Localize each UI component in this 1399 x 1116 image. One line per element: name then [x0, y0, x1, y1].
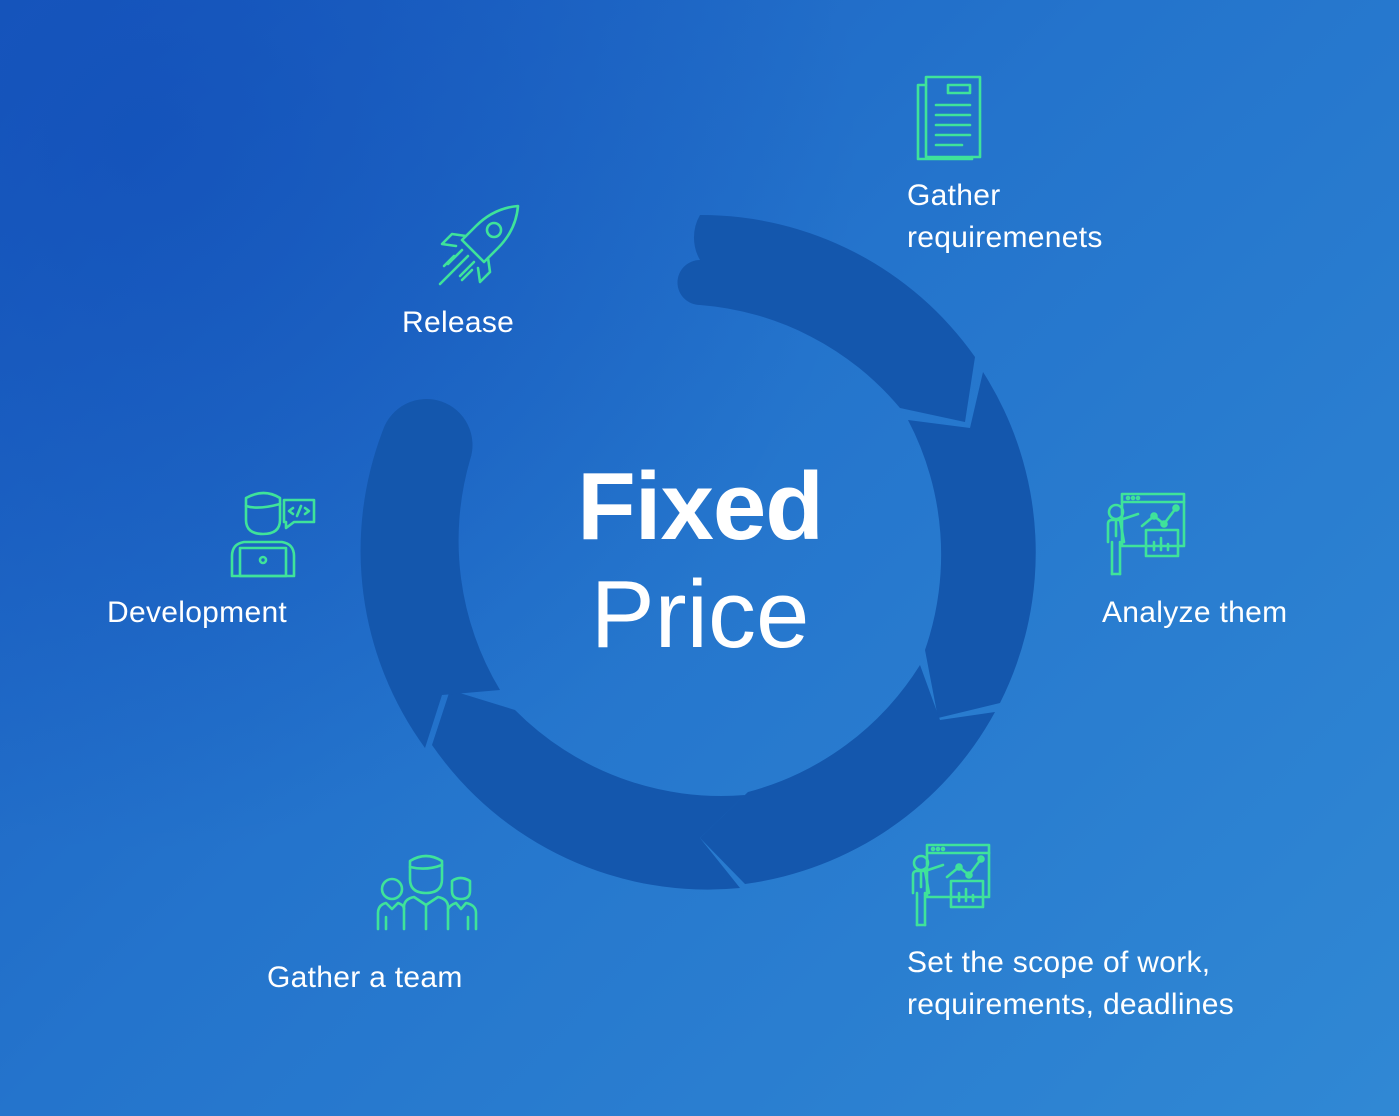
step-label: Release	[402, 302, 514, 344]
document-icon	[916, 75, 982, 161]
step-label-line2: requirements, deadlines	[907, 988, 1235, 1021]
step-label: Development	[107, 592, 287, 634]
step-label: Set the scope of work, requirements, dea…	[907, 942, 1234, 1026]
team-icon	[376, 854, 478, 931]
title-fixed: Fixed	[577, 453, 824, 560]
developer-laptop-icon	[230, 491, 316, 578]
rocket-icon	[438, 204, 520, 286]
center-title: Fixed Price	[470, 455, 930, 671]
presentation-chart-icon	[1106, 492, 1186, 576]
ring-segment-5	[360, 398, 500, 748]
ring-segment-2	[908, 372, 1036, 718]
ring-segment-1	[677, 214, 975, 422]
step-label-line1: Gather a team	[267, 961, 463, 994]
ring-segment-4	[432, 690, 745, 890]
step-label: Gather requiremenets	[907, 175, 1103, 259]
step-label-line2: requiremenets	[907, 221, 1103, 254]
step-label-line1: Release	[402, 306, 515, 339]
presentation-chart-icon	[911, 843, 991, 927]
ring-segment-3	[700, 665, 995, 884]
title-price: Price	[590, 561, 810, 668]
step-label: Analyze them	[1102, 592, 1287, 634]
step-label-line1: Gather	[907, 179, 1001, 212]
step-label-line1: Analyze them	[1102, 596, 1288, 629]
step-label-line1: Development	[107, 596, 288, 629]
step-label-line1: Set the scope of work,	[907, 946, 1211, 979]
step-label: Gather a team	[267, 957, 463, 999]
